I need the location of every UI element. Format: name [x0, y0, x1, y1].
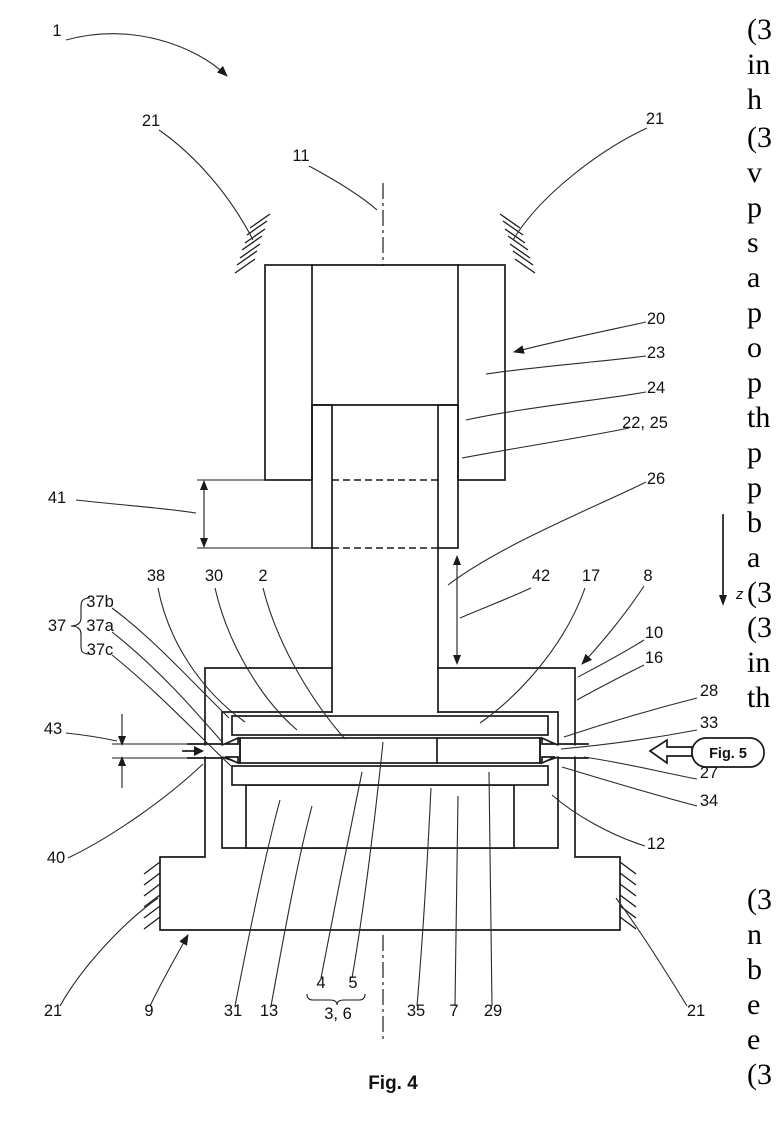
ref-label-20: 20 [647, 310, 665, 328]
adjacent-text-fragment: (3 [747, 576, 772, 609]
adjacent-text-fragment: s [747, 226, 759, 259]
adjacent-text-fragment: th [747, 401, 771, 434]
adjacent-text-fragment: p [747, 436, 762, 469]
adjacent-text-fragment: h [747, 83, 762, 116]
sample-strip [221, 736, 559, 765]
ref-label-30: 30 [205, 567, 223, 585]
dimension-43 [112, 714, 188, 788]
ref-label-27: 27 [700, 764, 718, 782]
ref-label-26: 26 [647, 470, 665, 488]
feed-channels [187, 743, 589, 759]
ref-label-31: 31 [224, 1002, 242, 1020]
ref-label-37a: 37a [86, 617, 114, 635]
adjacent-text-fragment: th [747, 681, 771, 714]
ref-label-29: 29 [484, 1002, 502, 1020]
ref-label-24: 24 [647, 379, 665, 397]
ref-label-12: 12 [647, 835, 665, 853]
z-axis-label: z [735, 586, 744, 603]
upper-plate [231, 715, 549, 736]
ref-label-7: 7 [449, 1002, 458, 1020]
dimension-42 [453, 555, 461, 665]
adjacent-text-fragment: (3 [747, 883, 772, 916]
adjacent-text-fragment: b [747, 506, 762, 539]
ref-label-37c: 37c [87, 641, 114, 659]
adjacent-text-fragment: p [747, 191, 762, 224]
top-support-hatching [234, 213, 536, 274]
adjacent-text-fragment: (3 [747, 13, 772, 46]
feed-direction-arrow [182, 746, 204, 756]
brace-3-6 [306, 993, 366, 1006]
ref-label-33: 33 [700, 714, 718, 732]
adjacent-text-fragment: p [747, 471, 762, 504]
ref-label-37: 37 [48, 617, 66, 635]
ref-label-21: 21 [646, 110, 664, 128]
ref-label-17: 17 [582, 567, 600, 585]
ref-label-9: 9 [144, 1002, 153, 1020]
adjacent-text-fragment: n [747, 918, 762, 951]
adjacent-text-fragment: a [747, 261, 761, 294]
ref-label-16: 16 [645, 649, 663, 667]
brace-37 [70, 597, 91, 655]
ref-label-43: 43 [44, 720, 62, 738]
ref-label-1: 1 [52, 22, 61, 40]
adjacent-text-fragment: (3 [747, 611, 772, 644]
ref-label-22-25: 22, 25 [622, 414, 668, 432]
ref-label-41: 41 [48, 489, 66, 507]
upper-punch-assembly [264, 264, 506, 713]
ref-label-13: 13 [260, 1002, 278, 1020]
adjacent-text-fragment: e [747, 1023, 761, 1056]
ref-label-11: 11 [292, 147, 309, 165]
adjacent-text-fragment: v [747, 156, 762, 189]
ref-label-3-6: 3, 6 [324, 1005, 352, 1023]
adjacent-text-fragment: p [747, 366, 762, 399]
ref-label-8: 8 [643, 567, 652, 585]
adjacent-text-fragment: o [747, 331, 762, 364]
adjacent-text-fragment: e [747, 988, 761, 1021]
ref-label-38: 38 [147, 567, 165, 585]
adjacent-text-fragment: p [747, 296, 762, 329]
ref-label-42: 42 [532, 567, 550, 585]
ref-label-2: 2 [258, 567, 267, 585]
leader-lines [59, 33, 698, 1007]
lower-plate [231, 765, 549, 786]
ref-label-23: 23 [647, 344, 665, 362]
ref-label-10: 10 [645, 624, 663, 642]
ref-label-21: 21 [687, 1002, 705, 1020]
ref-label-21: 21 [142, 112, 160, 130]
fig5-callout: Fig. 5 [648, 737, 765, 768]
ref-label-4: 4 [316, 974, 325, 992]
ref-label-28: 28 [700, 682, 718, 700]
ref-label-21: 21 [44, 1002, 62, 1020]
ref-label-35: 35 [407, 1002, 425, 1020]
adjacent-text-fragment: b [747, 953, 762, 986]
adjacent-text-fragment: (3 [747, 1058, 772, 1091]
fig5-label: Fig. 5 [709, 746, 747, 762]
fig5-pill [691, 737, 765, 768]
adjacent-text-fragment: in [747, 646, 771, 679]
lower-die-assembly [159, 667, 621, 931]
adjacent-text-fragment: a [747, 541, 761, 574]
ref-label-37b: 37b [86, 593, 114, 611]
ref-label-40: 40 [47, 849, 65, 867]
dimension-41 [197, 479, 312, 549]
fig5-arrow-icon [648, 738, 693, 765]
ref-label-34: 34 [700, 792, 718, 810]
ref-label-5: 5 [348, 974, 357, 992]
z-axis-arrow: z [719, 514, 744, 606]
figure-caption: Fig. 4 [368, 1073, 418, 1094]
adjacent-text-fragment: (3 [747, 121, 772, 154]
adjacent-text-fragment: in [747, 48, 771, 81]
support-block [245, 784, 515, 849]
